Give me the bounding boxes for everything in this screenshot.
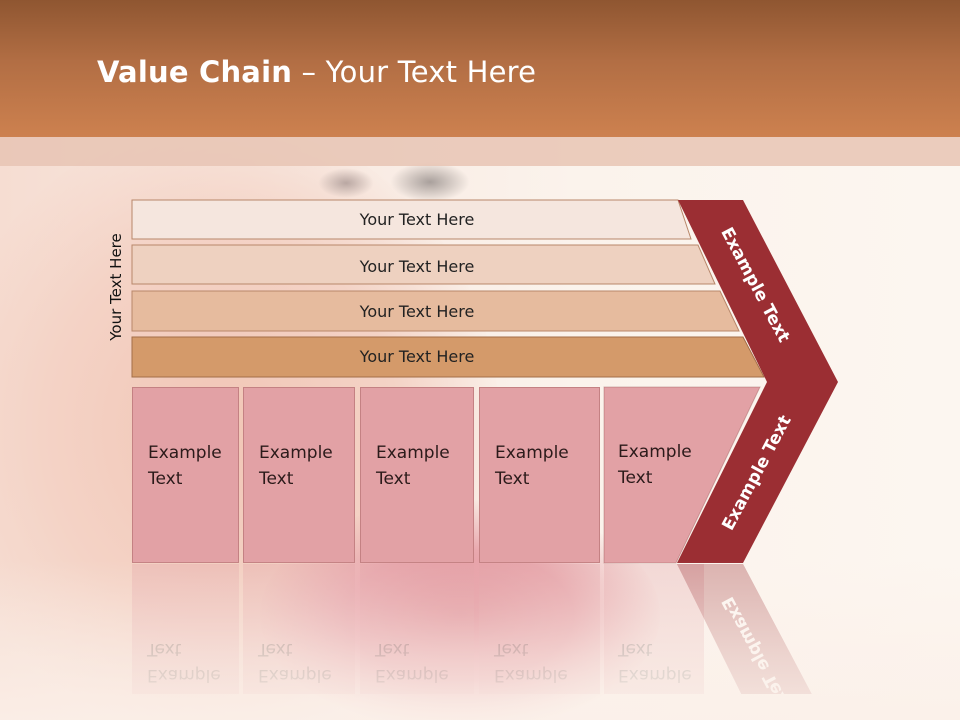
support-bar-label: Your Text Here — [359, 210, 475, 229]
cell-line1: Example — [259, 443, 333, 463]
primary-cell-1: Example Text — [132, 387, 239, 563]
support-bar-label: Your Text Here — [359, 257, 475, 276]
background-eye-shape — [318, 168, 374, 198]
primary-cell-3: Example Text — [360, 387, 474, 563]
cell-line2: Text — [148, 469, 183, 489]
primary-cell-2: Example Text — [243, 387, 355, 563]
cell-line1: Example — [148, 443, 222, 463]
title-rest: – Your Text Here — [292, 55, 537, 89]
cell-line2: Text — [495, 469, 530, 489]
chevron-shape — [677, 200, 838, 563]
page-title: Value Chain – Your Text Here — [97, 55, 536, 89]
support-bar-label: Your Text Here — [359, 302, 475, 321]
cell-line2: Text — [618, 468, 653, 488]
header-strip — [0, 137, 960, 166]
primary-cell-4: Example Text — [479, 387, 600, 563]
support-bar-4-shape — [131, 336, 765, 378]
background-eye-shape — [390, 162, 470, 202]
support-bar-1-shape — [131, 199, 692, 240]
support-bar-3-shape — [131, 290, 740, 332]
cell-line1: Example — [376, 443, 450, 463]
reflection-fade — [0, 560, 960, 720]
cell-line1: Example — [618, 442, 692, 462]
title-bold: Value Chain — [97, 55, 293, 89]
cell-line2: Text — [376, 469, 411, 489]
cell-line2: Text — [259, 469, 294, 489]
header-band — [0, 0, 960, 137]
support-bar-2-shape — [131, 244, 716, 285]
cell-line1: Example — [495, 443, 569, 463]
support-bar-label: Your Text Here — [359, 347, 475, 366]
primary-cell-5: Example Text — [604, 387, 704, 563]
